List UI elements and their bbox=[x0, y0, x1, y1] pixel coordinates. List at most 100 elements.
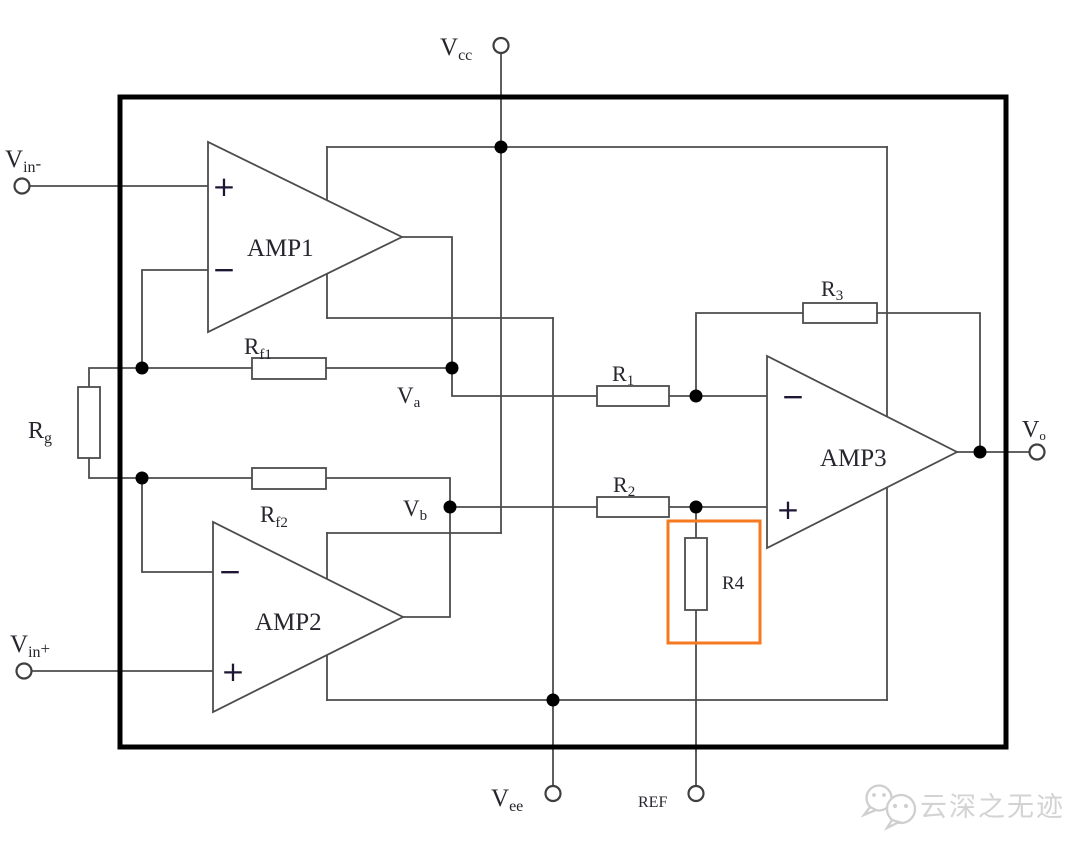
vcc-label: Vcc bbox=[440, 34, 472, 64]
rg-label: Rg bbox=[28, 418, 52, 447]
terminal-pins bbox=[13, 36, 1046, 803]
r2-sub: 2 bbox=[628, 484, 636, 500]
r3-resistor-body bbox=[802, 302, 878, 324]
wechat-icon-eye bbox=[872, 793, 876, 797]
junction-rg-bottom bbox=[135, 471, 149, 485]
ref-label: REF bbox=[638, 794, 667, 811]
vo-sub: o bbox=[1039, 428, 1046, 443]
vin-plus-label: Vin+ bbox=[10, 631, 50, 661]
r3-sub: 3 bbox=[836, 288, 844, 304]
wires bbox=[27, 52, 1030, 787]
wire-r3-right-to-output bbox=[876, 312, 981, 453]
vin-plus-sub: in bbox=[28, 644, 40, 661]
r4-resistor-body bbox=[684, 537, 708, 611]
r3-base: R bbox=[821, 276, 836, 301]
junction-amp3-inverting bbox=[689, 389, 703, 403]
amp1-minus-sign: − bbox=[212, 253, 235, 286]
wechat-icon-bubble bbox=[885, 793, 917, 825]
r1-label: R1 bbox=[612, 361, 634, 389]
amp3-triangle bbox=[766, 354, 959, 550]
rf1-base: R bbox=[244, 334, 260, 359]
vee-terminal bbox=[544, 784, 562, 803]
vcc-base: V bbox=[440, 34, 458, 61]
r4-highlight-box bbox=[666, 519, 762, 645]
ic-package-border bbox=[117, 94, 1009, 750]
r3-label: R3 bbox=[821, 276, 843, 304]
rg-resistor-body bbox=[77, 386, 101, 459]
amp3-plus-sign: + bbox=[776, 493, 799, 526]
rg-sub: g bbox=[44, 430, 52, 447]
vee-label: Vee bbox=[491, 785, 523, 815]
vin-plus-base: V bbox=[10, 631, 28, 658]
junction-va bbox=[445, 361, 459, 375]
wire-rg-top-lead bbox=[88, 367, 143, 388]
rg-base: R bbox=[28, 418, 44, 444]
r2-label: R2 bbox=[613, 472, 635, 500]
r2-resistor-body bbox=[596, 496, 670, 518]
wechat-icon-eye bbox=[903, 803, 909, 809]
rf2-resistor-body bbox=[251, 467, 327, 490]
wire-amp1-output-to-va bbox=[401, 236, 453, 369]
amp2-label: AMP2 bbox=[255, 609, 322, 636]
amp1-label: AMP1 bbox=[247, 235, 314, 262]
junction-vcc-rail bbox=[494, 140, 508, 154]
wire-rg-bottom-lead bbox=[88, 457, 143, 479]
vo-terminal bbox=[1028, 443, 1046, 461]
watermark: 云深之无迹 bbox=[860, 784, 1065, 831]
va-base: V bbox=[397, 383, 414, 408]
junction-vb bbox=[443, 500, 457, 514]
r2-base: R bbox=[613, 472, 628, 497]
vin-minus-sign: - bbox=[36, 154, 42, 173]
vb-sub: b bbox=[420, 508, 428, 524]
wire-rf2-to-vb bbox=[325, 477, 451, 508]
r1-resistor-body bbox=[596, 385, 670, 407]
vb-base: V bbox=[403, 496, 420, 521]
amp1-plus-sign: + bbox=[212, 170, 235, 203]
junction-output bbox=[973, 445, 987, 459]
va-sub: a bbox=[414, 395, 421, 411]
wechat-icon-eye bbox=[882, 793, 886, 797]
va-label: Va bbox=[397, 383, 421, 411]
rf2-label: Rf2 bbox=[260, 502, 288, 531]
vin-minus-terminal bbox=[13, 177, 31, 195]
vin-minus-label: Vin- bbox=[5, 146, 42, 176]
rf2-base: R bbox=[260, 502, 276, 527]
vin-minus-base: V bbox=[5, 146, 23, 173]
amp1-triangle bbox=[207, 140, 405, 334]
junction-dots bbox=[135, 140, 987, 707]
wechat-icon-tail bbox=[860, 805, 879, 818]
wire-va-to-r1 bbox=[451, 367, 598, 397]
vcc-sub: cc bbox=[458, 47, 472, 64]
ref-terminal bbox=[687, 784, 705, 803]
wechat-icon-eye bbox=[892, 803, 898, 809]
r4-label: R4 bbox=[722, 573, 745, 594]
amp2-triangle bbox=[212, 520, 406, 714]
wire-node-to-r3-left bbox=[695, 312, 804, 397]
r1-base: R bbox=[612, 361, 627, 386]
rf1-resistor-body bbox=[251, 357, 327, 380]
vin-plus-terminal bbox=[15, 662, 33, 680]
amp3-label: AMP3 bbox=[820, 445, 887, 472]
junction-amp3-noninverting bbox=[689, 500, 703, 514]
vee-sub: ee bbox=[509, 798, 523, 815]
op-amps bbox=[207, 140, 959, 714]
rf1-label: Rf1 bbox=[244, 334, 272, 363]
amp3-minus-sign: − bbox=[781, 380, 804, 413]
vcc-terminal bbox=[492, 36, 510, 55]
vee-base: V bbox=[491, 785, 509, 812]
vb-label: Vb bbox=[403, 496, 427, 524]
r1-sub: 1 bbox=[627, 373, 635, 389]
junction-rg-top bbox=[135, 361, 149, 375]
watermark-text: 云深之无迹 bbox=[920, 792, 1065, 823]
vo-label: Vo bbox=[1022, 417, 1046, 443]
amp2-plus-sign: + bbox=[221, 655, 244, 688]
wire-amp1-inverting bbox=[141, 269, 209, 369]
labels: Vin- Vin+ Vcc Vee REF Vo Rg Rf1 Rf2 R1 R… bbox=[5, 34, 1046, 815]
vo-base: V bbox=[1022, 417, 1040, 443]
rf2-sub: f2 bbox=[275, 515, 288, 531]
vin-plus-sign: + bbox=[41, 639, 51, 658]
amp2-minus-sign: − bbox=[218, 555, 241, 588]
vin-minus-sub: in bbox=[23, 159, 35, 176]
